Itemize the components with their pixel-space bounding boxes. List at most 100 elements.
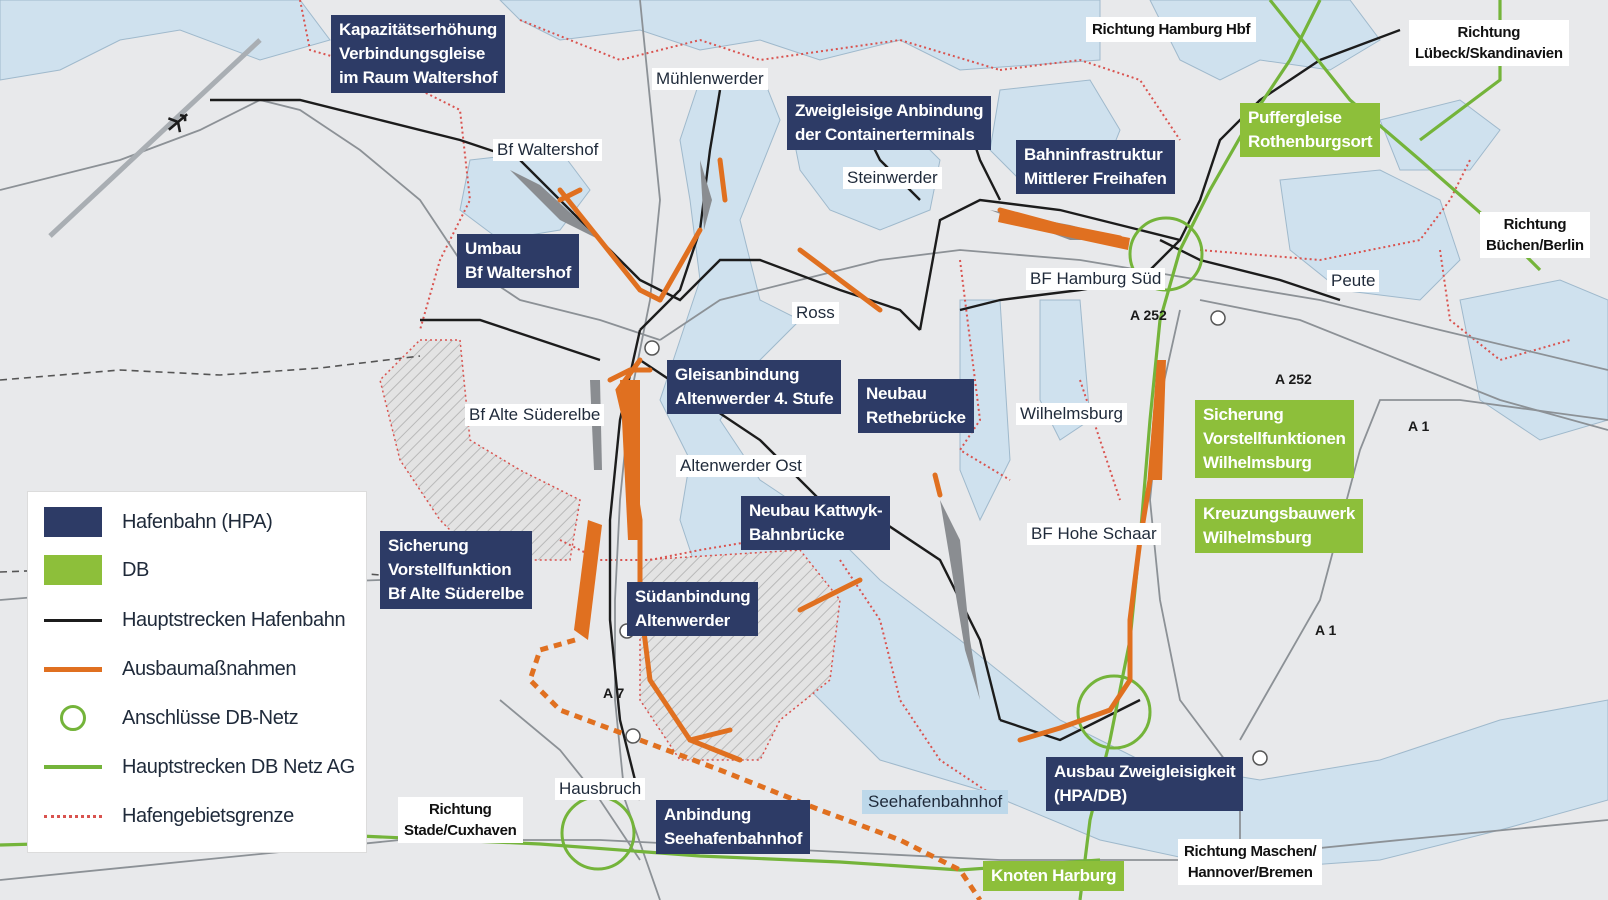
db-connections <box>560 216 1204 871</box>
project-sicherung-alte-suederelbe: Sicherung Vorstellfunktion Bf Alte Süder… <box>380 531 532 609</box>
direction-line: Richtung <box>1457 24 1521 41</box>
place-muehlenwerder: Mühlenwerder <box>652 68 768 90</box>
legend-item-db: DB <box>42 550 362 590</box>
project-line: (HPA/DB) <box>1054 786 1127 805</box>
legend-label: Ausbaumaßnahmen <box>122 657 297 680</box>
place-bf-hamburg-sued: BF Hamburg Süd <box>1026 268 1166 290</box>
db-project-kreuzungsbauwerk: Kreuzungsbauwerk Wilhelmsburg <box>1195 499 1364 553</box>
project-line: Anbindung <box>664 805 751 824</box>
project-line: Zweigleisige Anbindung <box>795 101 984 120</box>
project-line: Ausbau Zweigleisigkeit <box>1054 762 1236 781</box>
project-neubau-kattwyk: Neubau Kattwyk- Bahnbrücke <box>741 496 891 550</box>
project-line: Kreuzungsbauwerk <box>1203 504 1356 523</box>
place-altenwerder-ost: Altenwerder Ost <box>676 455 806 477</box>
direction-hamburg-hbf: Richtung Hamburg Hbf <box>1086 17 1257 42</box>
legend-symbol-orange-line <box>42 654 104 684</box>
legend-label: Hafengebietsgrenze <box>122 804 294 827</box>
legend-symbol-green-line <box>42 752 104 782</box>
direction-line: Büchen/Berlin <box>1486 237 1584 254</box>
expansion-dashed <box>527 637 983 900</box>
direction-line: Lübeck/Skandinavien <box>1415 45 1563 62</box>
project-line: Sicherung <box>1203 405 1284 424</box>
legend-label: Hafenbahn (HPA) <box>122 510 273 533</box>
direction-line: Richtung Hamburg Hbf <box>1092 21 1251 38</box>
legend-label: Hauptstrecken Hafenbahn <box>122 608 346 631</box>
legend-item-anschluesse: Anschlüsse DB-Netz <box>42 698 362 738</box>
place-peute: Peute <box>1327 270 1380 292</box>
road-a1: A 1 <box>1315 622 1337 638</box>
direction-buechen: Richtung Büchen/Berlin <box>1480 212 1590 258</box>
project-line: Verbindungsgleise <box>339 44 486 63</box>
legend-item-ausbaumassnahmen: Ausbaumaßnahmen <box>42 649 362 689</box>
legend-item-hauptstrecken-hafenbahn: Hauptstrecken Hafenbahn <box>42 600 362 640</box>
project-line: Rethebrücke <box>866 408 966 427</box>
legend-item-hafengebietsgrenze: Hafengebietsgrenze <box>42 796 362 836</box>
project-line: Umbau <box>465 239 522 258</box>
legend-item-db-netz: Hauptstrecken DB Netz AG <box>42 747 362 787</box>
project-line: Mittlerer Freihafen <box>1024 169 1167 188</box>
project-kapazitaetserhoehung: Kapazitätserhöhung Verbindungsgleise im … <box>331 15 506 93</box>
place-bf-hohe-schaar: BF Hohe Schaar <box>1027 523 1161 545</box>
place-bf-waltershof: Bf Waltershof <box>493 139 603 161</box>
direction-line: Richtung <box>1503 216 1567 233</box>
project-line: Wilhelmsburg <box>1203 453 1312 472</box>
project-line: Bahninfrastruktur <box>1024 145 1163 164</box>
place-steinwerder: Steinwerder <box>843 167 942 189</box>
road-a7: A 7 <box>603 685 625 701</box>
project-zweigleisige-anbindung: Zweigleisige Anbindung der Containerterm… <box>787 96 992 150</box>
project-line: Seehafenbahnhof <box>664 829 803 848</box>
direction-line: Richtung <box>428 801 492 818</box>
project-line: Sicherung <box>388 536 469 555</box>
road-a1: A 1 <box>1408 418 1430 434</box>
direction-line: Richtung Maschen/ <box>1184 843 1317 860</box>
direction-line: Stade/Cuxhaven <box>404 822 517 839</box>
project-line: Neubau Kattwyk- <box>749 501 883 520</box>
project-line: Rothenburgsort <box>1248 132 1373 151</box>
project-line: Vorstellfunktionen <box>1203 429 1346 448</box>
project-line: Südanbindung <box>635 587 751 606</box>
legend-item-hafenbahn: Hafenbahn (HPA) <box>42 502 362 542</box>
project-ausbau-zweigleisigkeit: Ausbau Zweigleisigkeit (HPA/DB) <box>1046 757 1244 811</box>
legend-label: Anschlüsse DB-Netz <box>122 706 299 729</box>
project-line: Bahnbrücke <box>749 525 845 544</box>
direction-luebeck: Richtung Lübeck/Skandinavien <box>1409 20 1569 66</box>
legend-symbol-dark-line <box>42 605 104 635</box>
project-line: Altenwerder <box>635 611 730 630</box>
road-a252: A 252 <box>1130 307 1167 323</box>
place-bf-alte-suederelbe: Bf Alte Süderelbe <box>465 404 605 426</box>
project-line: Gleisanbindung <box>675 365 800 384</box>
project-line: im Raum Waltershof <box>339 68 498 87</box>
project-line: Knoten Harburg <box>991 866 1117 885</box>
direction-line: Hannover/Bremen <box>1187 864 1313 881</box>
project-suedanbindung-altenwerder: Südanbindung Altenwerder <box>627 582 759 636</box>
project-line: Wilhelmsburg <box>1203 528 1312 547</box>
harbor-boundary <box>299 0 1571 801</box>
legend-symbol-hpa <box>42 507 104 537</box>
legend-label: DB <box>122 558 149 581</box>
legend-symbol-red-dotted <box>42 801 104 831</box>
project-line: Bf Alte Süderelbe <box>388 584 524 603</box>
project-line: der Containerterminals <box>795 125 975 144</box>
project-umbau-waltershof: Umbau Bf Waltershof <box>457 234 579 288</box>
db-project-puffergleise: Puffergleise Rothenburgsort <box>1240 103 1381 157</box>
project-anbindung-seehafenbahnhof: Anbindung Seehafenbahnhof <box>656 800 811 854</box>
junction-nodes <box>619 310 1268 766</box>
project-gleisanbindung-altenwerder: Gleisanbindung Altenwerder 4. Stufe <box>667 360 842 414</box>
legend-symbol-db <box>42 555 104 585</box>
direction-stade: Richtung Stade/Cuxhaven <box>398 797 523 843</box>
planned-areas <box>379 339 841 761</box>
airport-icon <box>167 113 189 133</box>
place-ross: Ross <box>792 302 839 324</box>
runway <box>48 38 262 238</box>
db-project-sicherung-wilhelmsburg: Sicherung Vorstellfunktionen Wilhelmsbur… <box>1195 400 1354 478</box>
project-line: Altenwerder 4. Stufe <box>675 389 834 408</box>
project-bahninfrastruktur: Bahninfrastruktur Mittlerer Freihafen <box>1016 140 1175 194</box>
project-line: Bf Waltershof <box>465 263 571 282</box>
project-neubau-rethebruecke: Neubau Rethebrücke <box>858 379 974 433</box>
place-hausbruch: Hausbruch <box>555 778 646 800</box>
legend-label: Hauptstrecken DB Netz AG <box>122 755 355 778</box>
place-wilhelmsburg: Wilhelmsburg <box>1016 403 1127 425</box>
legend-symbol-green-circle <box>42 703 104 733</box>
direction-maschen: Richtung Maschen/ Hannover/Bremen <box>1178 839 1323 885</box>
